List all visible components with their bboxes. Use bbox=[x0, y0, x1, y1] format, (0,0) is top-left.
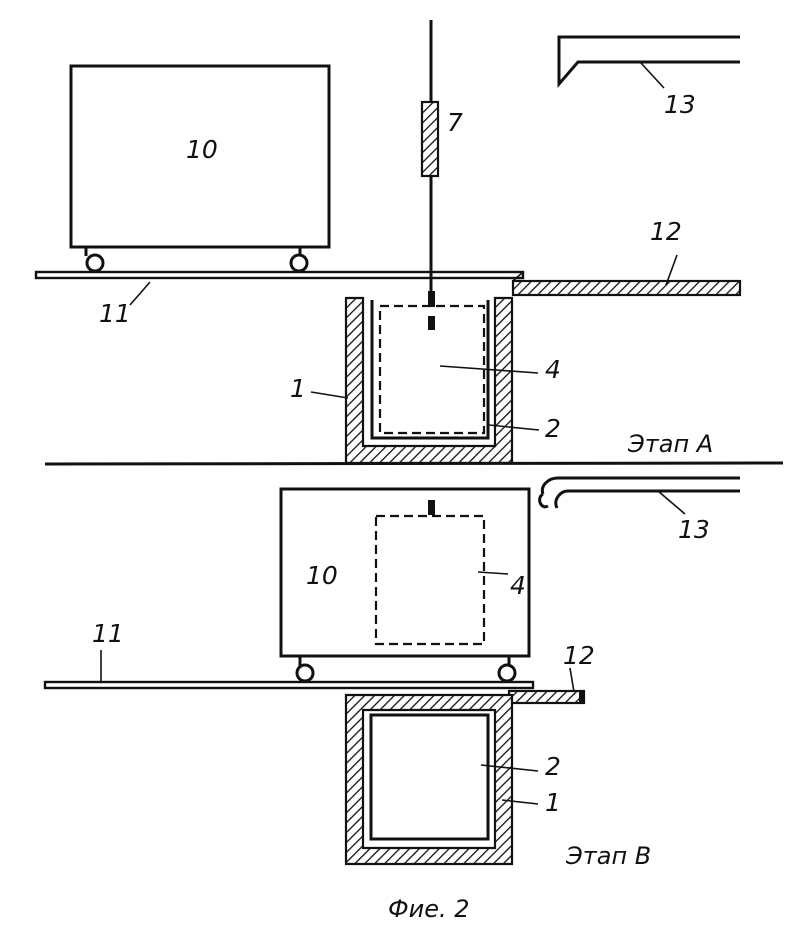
stage-divider bbox=[45, 463, 783, 464]
wheel-right-a bbox=[291, 255, 307, 271]
plate-b bbox=[509, 691, 584, 703]
label-flap-a: 13 bbox=[664, 90, 696, 119]
hoist-a bbox=[422, 20, 438, 307]
label-inner-vessel-b: 2 bbox=[545, 752, 561, 781]
stage-b: 10 4 13 11 12 2 1 Этап В bbox=[45, 478, 740, 870]
label-hoist-a: 7 bbox=[447, 108, 463, 137]
label-inner-vessel-a: 2 bbox=[545, 414, 561, 443]
rail-a bbox=[36, 272, 523, 278]
transport-car-a bbox=[71, 66, 329, 271]
flap-a bbox=[559, 37, 740, 84]
label-flap-b: 13 bbox=[678, 515, 710, 544]
hoist-element bbox=[422, 102, 438, 176]
inner-vessel-b bbox=[371, 715, 488, 839]
wheel-left-b bbox=[297, 665, 313, 681]
stage-a-title: Этап А bbox=[627, 430, 713, 458]
label-plate-a: 12 bbox=[650, 217, 682, 246]
label-content-a: 4 bbox=[545, 355, 561, 384]
figure-caption: Фие. 2 bbox=[388, 895, 470, 923]
label-outer-vessel-b: 1 bbox=[545, 788, 561, 817]
label-content-b: 4 bbox=[510, 571, 526, 600]
label-plate-b: 12 bbox=[563, 641, 595, 670]
label-rail-a: 11 bbox=[99, 299, 131, 328]
rail-b bbox=[45, 682, 533, 688]
plate-a bbox=[513, 281, 740, 295]
content-b bbox=[376, 516, 484, 644]
label-outer-vessel-a: 1 bbox=[290, 374, 306, 403]
wheel-right-b bbox=[499, 665, 515, 681]
flap-b bbox=[542, 478, 740, 508]
wheel-left-a bbox=[87, 255, 103, 271]
label-car-a: 10 bbox=[186, 135, 218, 164]
stage-b-title: Этап В bbox=[565, 842, 651, 870]
stage-a: 10 7 13 11 12 1 4 2 Этап А bbox=[36, 20, 740, 463]
label-car-b: 10 bbox=[306, 561, 338, 590]
label-rail-b: 11 bbox=[92, 619, 124, 648]
